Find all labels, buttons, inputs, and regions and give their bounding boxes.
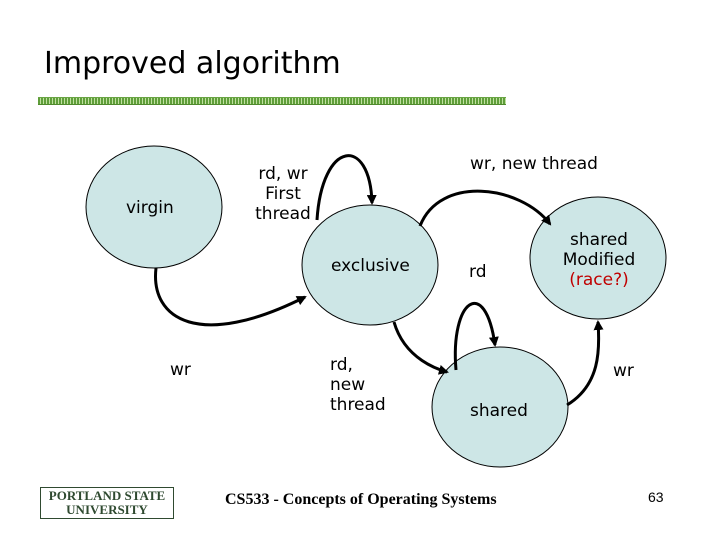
arrow-virgin-to-exclusive	[154, 267, 307, 327]
transition-rd-new-thread-label: rd, new thread	[330, 355, 386, 415]
transition-wr-left-label: wr	[170, 360, 191, 380]
state-virgin-node	[85, 145, 223, 269]
state-exclusive-node	[301, 204, 439, 326]
transition-wr-new-thread-label: wr, new thread	[470, 154, 598, 174]
title-underline	[38, 97, 506, 105]
course-footer: CS533 - Concepts of Operating Systems	[225, 491, 497, 508]
arrow-exclusive-to-shared-modified	[418, 189, 552, 227]
race-annotation: (race?)	[569, 270, 629, 290]
state-shared-modified-label: shared Modified (race?)	[560, 230, 638, 290]
transition-rd-label: rd	[469, 262, 487, 282]
arrow-exclusive-to-shared	[392, 321, 449, 375]
page-number: 63	[648, 489, 664, 505]
state-shared-modified-node	[529, 196, 667, 320]
university-logo: PORTLAND STATE UNIVERSITY	[40, 487, 174, 519]
transition-wr-right-label: wr	[613, 361, 634, 381]
state-virgin-label: virgin	[126, 198, 174, 218]
arrow-exclusive-self-loop	[315, 154, 377, 221]
transition-rd-wr-first-thread-label: rd, wr First thread	[255, 164, 311, 224]
state-exclusive-label: exclusive	[331, 256, 410, 276]
slide-title: Improved algorithm	[44, 46, 341, 81]
state-shared-node	[431, 346, 569, 468]
arrow-shared-self-loop	[453, 301, 499, 371]
arrow-shared-to-shared-modified	[566, 320, 604, 407]
state-shared-label: shared	[470, 401, 528, 421]
